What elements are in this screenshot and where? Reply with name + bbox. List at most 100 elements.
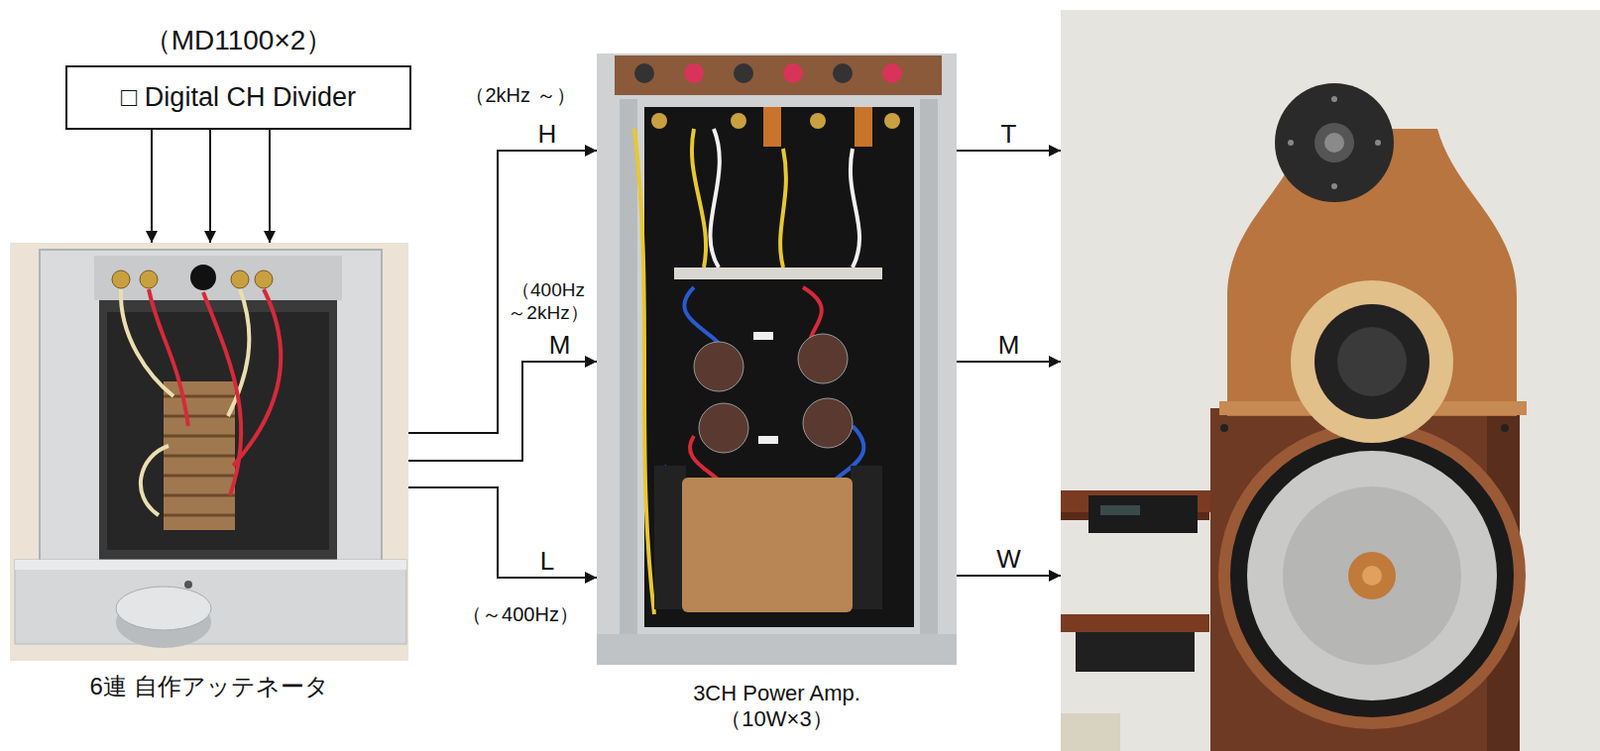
signal-arrow (408, 150, 597, 434)
speaker-photo-art-part (1100, 505, 1141, 516)
power-amp-photo-art-part (802, 398, 853, 449)
speaker-photo-art-part (1314, 122, 1355, 163)
power-amp-photo-art-part (674, 267, 883, 280)
speaker-photo-art-part (1331, 96, 1338, 103)
wire-part (691, 128, 706, 268)
wire-part (634, 128, 655, 615)
speaker-photo-art-part (1247, 451, 1497, 701)
signal-label: L (540, 548, 555, 574)
power-amp-photo-art-part (684, 63, 704, 84)
power-amp-photo-art-part (596, 53, 957, 666)
wire-part (203, 292, 241, 496)
power-amp-photo-art-part (758, 436, 779, 445)
signal-arrow (150, 129, 153, 243)
speaker-photo-art-part (1210, 408, 1520, 751)
speaker-photo-art-part (1060, 614, 1210, 633)
power-amp-photo: 3CH Power Amp. （10W×3） (596, 53, 957, 734)
frequency-label: （400Hz ～2kHz） (502, 279, 594, 326)
wire (634, 128, 864, 615)
wire-part (709, 128, 719, 268)
power-amp-photo-art-part (698, 403, 749, 454)
speaker-photo-art-part (1218, 422, 1526, 730)
speaker-photo-art-part (1287, 139, 1294, 146)
signal-label: M (549, 332, 572, 358)
attenuator-photo-art-part (107, 312, 330, 551)
attenuator-photo-art-part (190, 264, 217, 291)
wire-part (780, 148, 787, 268)
attenuator-photo-art-part (94, 255, 343, 301)
signal-arrow (408, 361, 597, 461)
signal-arrow (956, 149, 1061, 152)
speaker-photo-art-part (1362, 566, 1382, 586)
speaker-photo-art-part (1290, 280, 1454, 444)
speaker-photo-art-part (1075, 632, 1195, 673)
signal-arrow (408, 487, 597, 578)
power-amp-photo-art-part (619, 99, 638, 655)
signal-arrow (956, 360, 1061, 363)
wire-part (140, 446, 169, 516)
power-amp-photo-art-part (882, 63, 903, 84)
speaker-photo-art-part (1230, 434, 1514, 718)
switch-wafer-part (163, 474, 235, 478)
speaker-photo-art-part (1337, 327, 1407, 397)
photo-caption: 6連 自作アッテネータ (9, 661, 409, 702)
power-amp-photo-art-part (753, 332, 774, 341)
attenuator-photo-art-part (230, 270, 249, 289)
attenuator-photo-art-part (115, 586, 212, 631)
frequency-label: （2kHz ～） (464, 83, 575, 108)
signal-arrow (956, 574, 1061, 577)
speaker-photo (1060, 9, 1600, 751)
speaker-photo-art-part (1088, 495, 1198, 534)
signal-label: H (538, 120, 558, 147)
speaker-photo-art-part (1274, 83, 1394, 203)
power-amp-photo-art-part (733, 63, 754, 84)
speaker-photo-art-part (1331, 183, 1338, 190)
switch-wafer-part (163, 435, 235, 439)
power-amp-photo-art-part (884, 113, 901, 129)
attenuator-photo: 6連 自作アッテネータ (9, 242, 409, 702)
attenuator-photo-art-part (254, 270, 273, 289)
power-amp-photo-art-part (614, 55, 942, 96)
power-amp-photo-art-part (763, 107, 782, 147)
switch-wafer-part (163, 514, 235, 518)
speaker-photo-art-part (1348, 552, 1396, 600)
power-amp-photo-art-part (798, 334, 848, 384)
switch-wafer-part (163, 455, 235, 458)
power-amp-photo-art-part (854, 107, 873, 147)
switch-wafer (163, 396, 235, 516)
power-amp-photo-art-part (783, 63, 803, 84)
photo-caption: 3CH Power Amp. （10W×3） (673, 665, 882, 734)
power-amp-photo-art-part (809, 113, 826, 129)
wire-part (148, 289, 189, 427)
signal-label: W (996, 546, 1022, 572)
attenuator-photo-art-part (39, 249, 382, 566)
power-amp-photo-art-part (654, 465, 686, 610)
attenuator-photo-art-part (14, 560, 407, 571)
attenuator-photo-art-part (163, 381, 235, 531)
attenuator-photo-art-part (184, 580, 193, 589)
power-amp-photo-art-part (596, 634, 957, 666)
power-amp-photo-art-part (651, 113, 668, 129)
attenuator-photo-art-part (9, 242, 409, 662)
speaker-photo-art-part (1374, 139, 1381, 146)
speaker-photo-art-part (1500, 424, 1509, 433)
attenuator-photo-art-part (112, 270, 130, 289)
power-amp-photo-art-part (919, 99, 938, 655)
wire-part (850, 148, 860, 268)
speaker-photo-art-part (1060, 713, 1121, 751)
speaker-photo-art-part (1060, 9, 1600, 751)
attenuator-photo-art-part (14, 560, 407, 645)
signal-label: M (998, 332, 1021, 358)
box-label: □ Digital CH Divider (67, 67, 410, 127)
frequency-label: （～400Hz） (461, 602, 579, 627)
box-heading: （MD1100×2） (27, 23, 450, 58)
power-amp-photo-art-part (850, 465, 883, 610)
signal-arrow (268, 129, 271, 243)
speaker-photo-art (1060, 9, 1600, 751)
speaker-photo-art-part (1282, 486, 1462, 666)
signal-label: T (1001, 120, 1018, 147)
wire (120, 289, 281, 516)
attenuator-photo-art (9, 242, 409, 662)
